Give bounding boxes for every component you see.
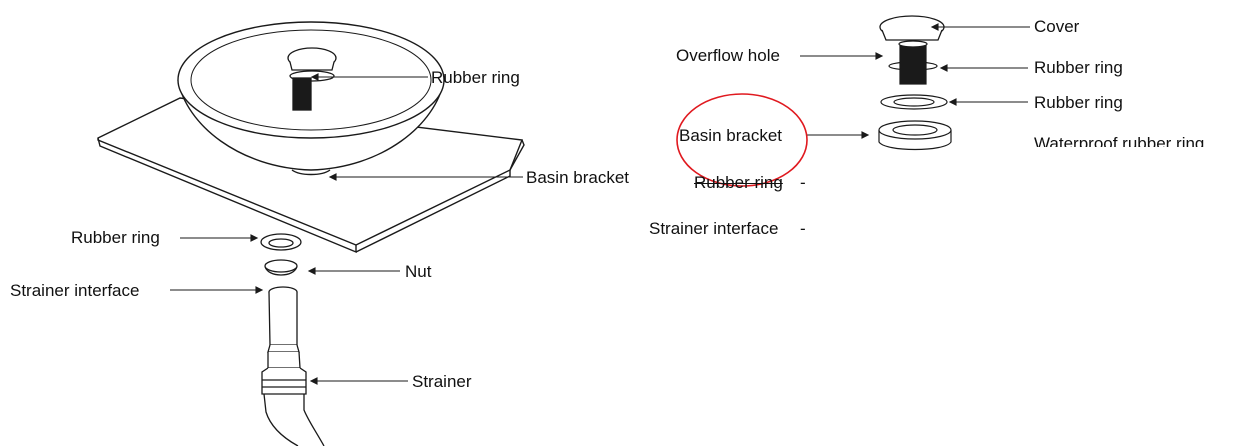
right-waterproof-ring: [878, 120, 952, 151]
label-overflow-hole: Overflow hole: [676, 46, 780, 65]
label-rubber-ring-right-1: Rubber ring: [1034, 58, 1123, 77]
highlight-circle: [676, 93, 808, 187]
nut-part: [264, 259, 298, 276]
label-waterproof-rubber-ring: Waterproof rubber ring: [1034, 134, 1205, 147]
label-rubber-ring-lower: Rubber ring: [71, 228, 160, 247]
label-nut: Nut: [405, 262, 432, 281]
right-leader-lines: [800, 23, 1030, 139]
label-dash-1: -: [800, 173, 806, 192]
right-rubber-ring-1: [888, 40, 938, 85]
label-basin-bracket-right: Basin bracket: [679, 126, 782, 145]
right-cover: [879, 15, 945, 41]
right-rubber-ring-2: [880, 94, 948, 110]
label-rubber-ring-top: Rubber ring: [431, 68, 520, 87]
basin-counter-plate: [97, 97, 525, 254]
basin-bowl: [177, 21, 445, 176]
bowl-drain-plug: [287, 47, 337, 111]
label-strainer: Strainer: [412, 372, 472, 391]
left-leader-lines: [170, 73, 523, 385]
strainer-pipe: [261, 286, 325, 446]
label-rubber-ring-right-2: Rubber ring: [1034, 93, 1123, 112]
label-rubber-ring-strike: Rubber ring: [694, 173, 783, 192]
label-basin-bracket-left: Basin bracket: [526, 168, 629, 187]
label-strainer-interface-left: Strainer interface: [10, 281, 140, 300]
label-strainer-interface-right: Strainer interface: [649, 219, 779, 238]
lower-rubber-ring: [260, 233, 302, 251]
label-cover: Cover: [1034, 17, 1080, 36]
label-dash-2: -: [800, 219, 806, 238]
